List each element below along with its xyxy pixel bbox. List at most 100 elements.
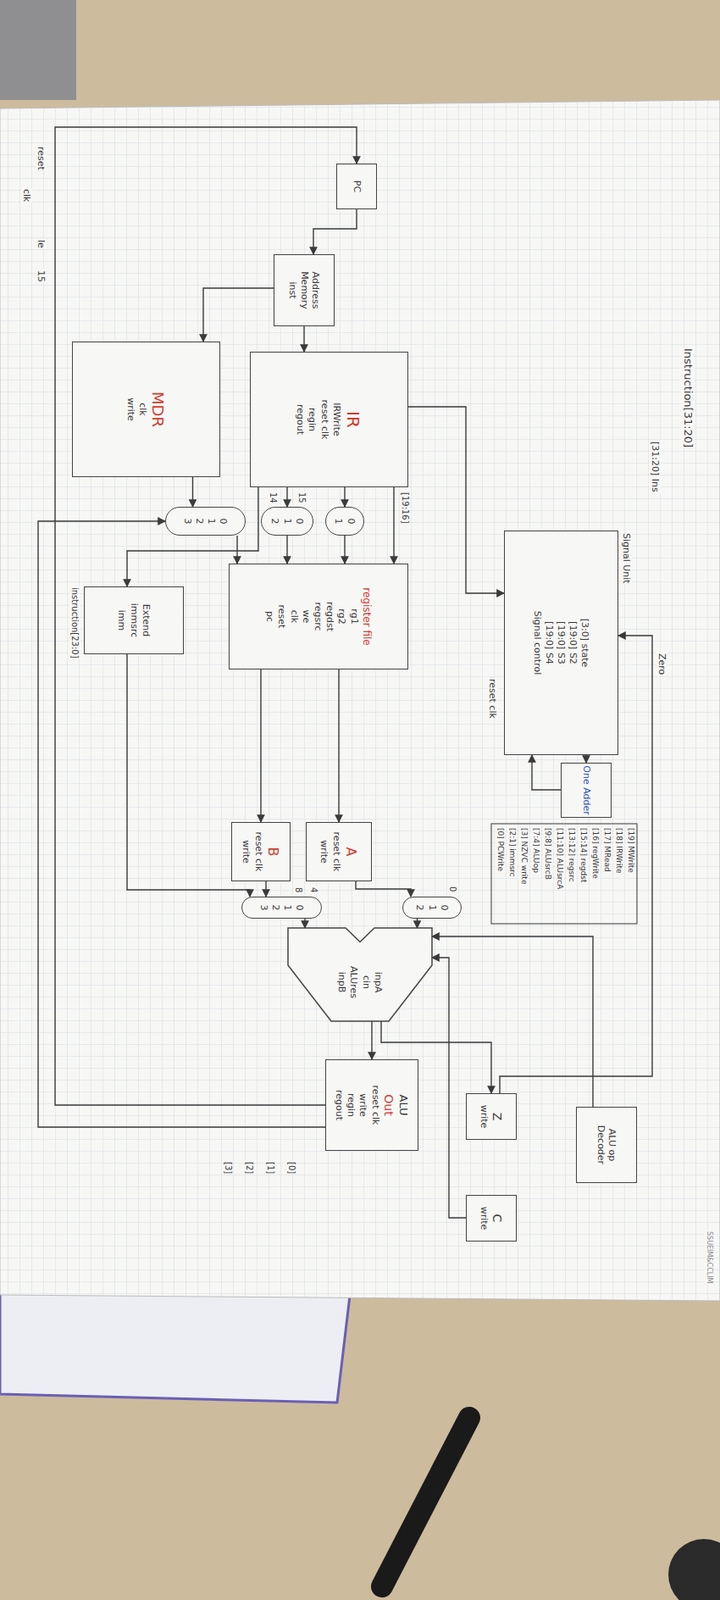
wire — [432, 936, 593, 1107]
node-text: ALU — [396, 1093, 410, 1115]
mux: 012 — [260, 506, 314, 536]
register-box: ALUOutreset clkwritereginregout — [325, 1058, 419, 1151]
signal-label: [2] — [243, 1160, 255, 1175]
signal-label: 4 — [308, 886, 319, 893]
wire — [286, 487, 288, 507]
node-text: clk — [288, 609, 300, 623]
wire — [236, 535, 238, 564]
node-text: [19:0] S3 — [555, 620, 567, 665]
signal-label: [19:16] — [399, 491, 410, 525]
wire — [408, 406, 504, 593]
node-text: 0 — [217, 518, 229, 525]
signal-row: [17] MRead — [602, 826, 612, 873]
node-text: Z — [490, 1112, 505, 1121]
node-text: cin — [360, 974, 372, 989]
node-text: imm — [116, 609, 128, 632]
signal-label: instruction[23:0] — [69, 586, 80, 660]
signal-row: [2:1] immsrc — [507, 826, 517, 878]
node-text: reset clk — [370, 1085, 382, 1125]
signal-label: [0] — [286, 1160, 297, 1175]
wire — [260, 669, 261, 822]
signal-label: 8 — [293, 886, 304, 893]
node-text: rg2 — [336, 608, 348, 624]
signal-label: clk — [21, 188, 33, 203]
node-text: reset clk — [252, 831, 264, 872]
wire — [304, 918, 305, 928]
wire — [286, 535, 288, 564]
node-text: write — [478, 1104, 490, 1129]
wire — [343, 535, 345, 564]
signal-row: [3] NZVC write — [519, 826, 529, 885]
wire — [393, 487, 394, 564]
flag-register: Zwrite — [465, 1092, 517, 1140]
signal-label: 15 — [35, 269, 47, 283]
node-text: inst — [287, 281, 299, 299]
node-text: [3:0] state — [579, 618, 591, 668]
node-text: regin — [345, 1092, 357, 1117]
signal-table — [491, 823, 637, 924]
node-text: 1 — [426, 904, 438, 911]
node-text: regsrc — [312, 601, 324, 631]
node-text: write — [125, 397, 137, 421]
node-text: 1 — [281, 518, 293, 525]
node-text: C — [490, 1213, 505, 1223]
node-text: reset clk — [319, 399, 331, 440]
mux: 01 — [325, 506, 365, 536]
node-text: [19:0] S4 — [543, 620, 555, 665]
memory-box: Address Memoryinst — [273, 254, 335, 327]
node-text: rg1 — [348, 608, 360, 624]
node-text: 3 — [182, 518, 194, 525]
signal-row: [15:14] regdst — [578, 826, 588, 884]
register-box: Areset clkwrite — [305, 821, 372, 881]
node-text: immsrc — [127, 603, 139, 638]
node-text: inpA — [372, 971, 384, 993]
decoder-box: ALU op Decoder — [576, 1106, 637, 1183]
signal-label: Zero — [656, 652, 668, 676]
node-text: 1 — [282, 904, 294, 911]
node-text: regin — [306, 407, 318, 432]
signal-label: [3] — [222, 1160, 233, 1175]
node-text: 0 — [293, 904, 305, 911]
wire — [343, 487, 345, 507]
flag-register: Cwrite — [465, 1194, 517, 1241]
signal-label: SSUEIM&CCLIM — [704, 1229, 714, 1284]
node-text: IRWrite — [331, 402, 343, 436]
register-file: register filerg1rg2regdstregsrcweclkrese… — [228, 563, 409, 670]
pc-register: PC — [336, 163, 377, 210]
wire — [355, 880, 411, 897]
signal-label: [1] — [265, 1160, 276, 1175]
node-text: pc — [264, 610, 276, 622]
wire — [313, 209, 357, 255]
signal-label: 0 — [447, 885, 458, 892]
wire — [303, 326, 305, 352]
node-text: write — [240, 839, 252, 864]
node-text: 2 — [269, 518, 281, 525]
node-text: inpB — [336, 971, 348, 993]
wire — [432, 957, 466, 1218]
node-text: write — [318, 839, 330, 864]
unit-heading: Signal Unit — [620, 532, 632, 584]
node-text: register file — [360, 587, 373, 645]
node-text: clk — [137, 402, 149, 416]
signal-label: Instruction[31:20] — [681, 347, 695, 449]
signal-row: [11:10] ALUsrcA — [554, 826, 565, 890]
node-text: write — [478, 1206, 490, 1230]
wire — [192, 476, 194, 507]
paper-grid — [0, 99, 720, 1301]
marker-pen — [382, 1417, 470, 1586]
node-text: 0 — [438, 904, 450, 911]
wire — [337, 669, 339, 822]
adder-box: One Adder — [560, 762, 612, 818]
mux: 012 — [402, 896, 462, 919]
node-text: 1 — [332, 518, 344, 525]
extend-box: Extendimmsrcimm — [83, 586, 184, 654]
signal-row: [16] regWrite — [590, 826, 600, 880]
node-text: we — [300, 609, 312, 624]
node-text: One Adder — [580, 764, 592, 815]
node-text: 3 — [258, 904, 270, 911]
